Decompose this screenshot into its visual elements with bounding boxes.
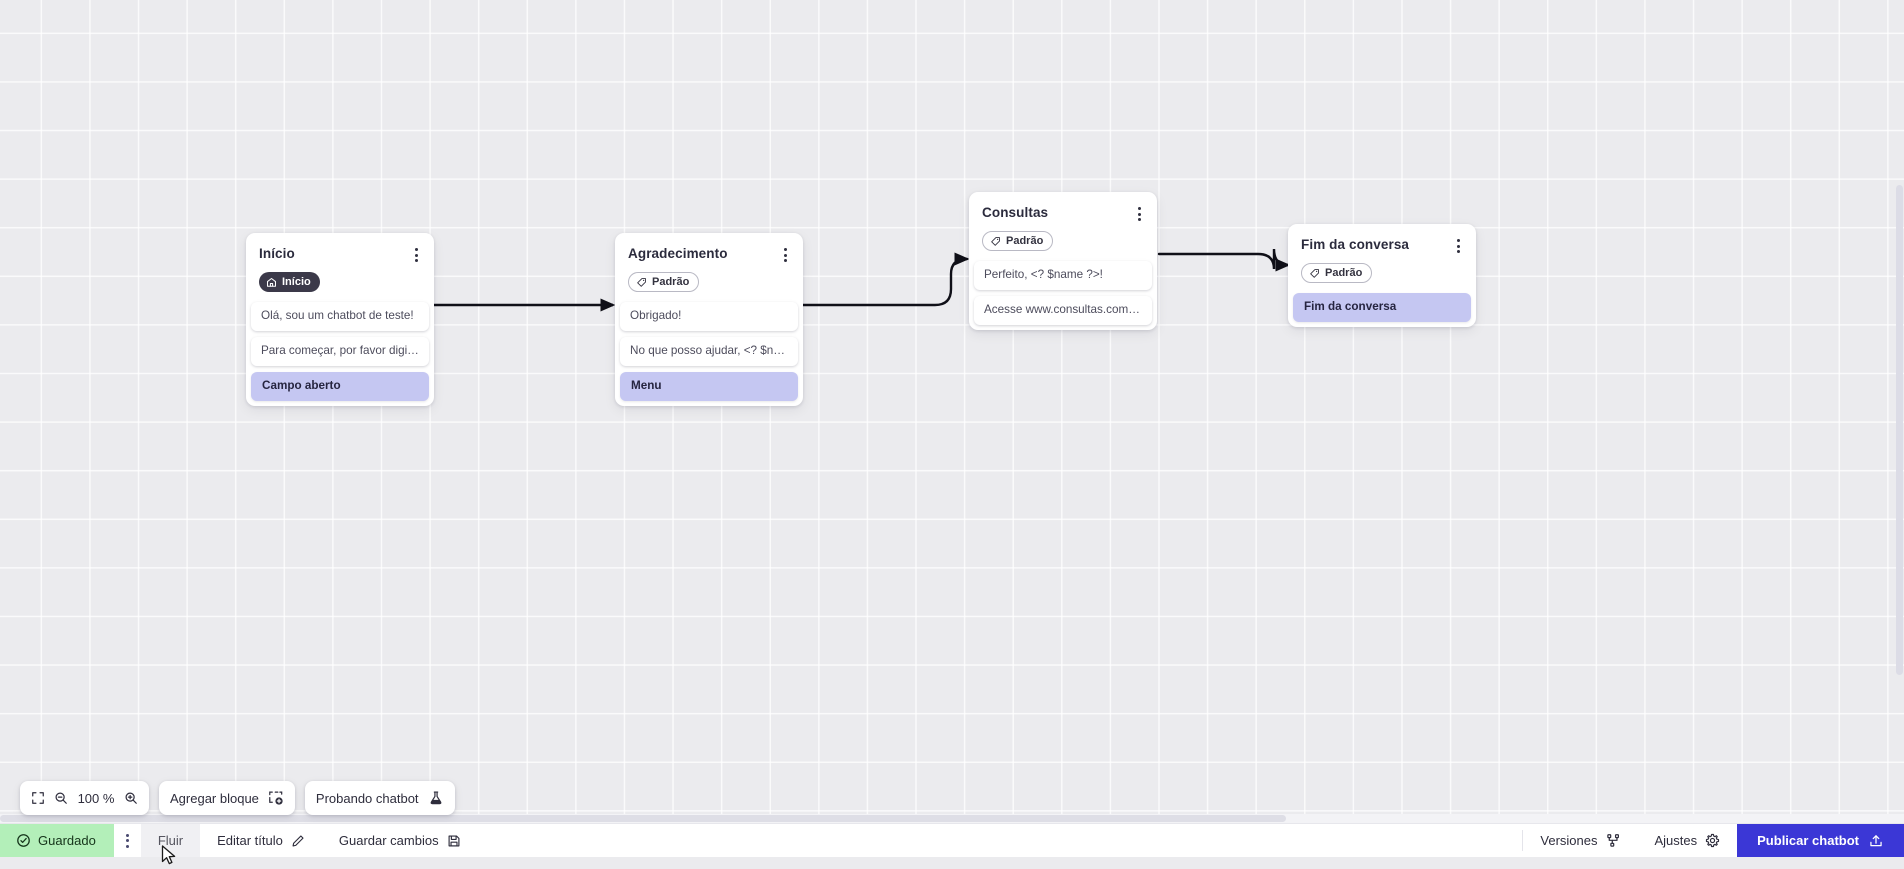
flow-connectors — [0, 0, 1904, 843]
tab-fluir[interactable]: Fluir — [141, 824, 200, 857]
node-rows: Fim da conversa — [1288, 293, 1476, 322]
node-row-accent[interactable]: Menu — [620, 372, 798, 401]
node-badge-label: Padrão — [1006, 235, 1043, 247]
node-title: Fim da conversa — [1301, 236, 1409, 253]
node-badge-label: Padrão — [1325, 267, 1362, 279]
gear-icon — [1705, 833, 1720, 848]
check-circle-icon — [16, 833, 31, 848]
saved-label: Guardado — [38, 833, 96, 848]
node-header: Fim da conversa — [1288, 224, 1476, 256]
fluir-label: Fluir — [158, 833, 183, 848]
canvas-toolbar: 100 % Agregar bloque — [20, 781, 455, 815]
node-header: Consultas — [969, 192, 1157, 224]
edit-title-button[interactable]: Editar título — [200, 824, 322, 857]
node-rows: Perfeito, <? $name ?>! Acesse www.consul… — [969, 261, 1157, 325]
vertical-scrollbar[interactable] — [1895, 0, 1904, 843]
node-rows: Olá, sou um chatbot de teste! Para começ… — [246, 302, 434, 401]
node-badge-row: Início — [246, 265, 434, 302]
edge-consultas-fim — [1159, 249, 1288, 269]
bottom-bar-menu-icon[interactable] — [114, 824, 141, 857]
horizontal-scrollbar-thumb[interactable] — [0, 815, 1286, 822]
node-header: Agradecimento — [615, 233, 803, 265]
upload-icon — [1868, 833, 1884, 849]
node-menu-icon[interactable] — [408, 245, 424, 265]
node-row[interactable]: No que posso ajudar, <? $name ... — [620, 337, 798, 366]
add-block-button[interactable]: Agregar bloque — [159, 781, 295, 815]
publish-chatbot-button[interactable]: Publicar chatbot — [1737, 824, 1904, 857]
node-row-accent[interactable]: Campo aberto — [251, 372, 429, 401]
bottom-bar: Guardado Fluir Editar título Guardar cam… — [0, 823, 1904, 857]
flask-icon — [428, 790, 444, 806]
tag-icon — [636, 277, 647, 288]
node-badge-padrao[interactable]: Padrão — [628, 272, 699, 292]
node-title: Início — [259, 245, 295, 262]
flow-node-inicio[interactable]: Início Início Olá, sou um chatbot de tes… — [246, 233, 434, 406]
node-header: Início — [246, 233, 434, 265]
node-rows: Obrigado! No que posso ajudar, <? $name … — [615, 302, 803, 401]
node-badge-inicio[interactable]: Início — [259, 272, 320, 292]
save-changes-button[interactable]: Guardar cambios — [322, 824, 478, 857]
add-block-label: Agregar bloque — [170, 791, 259, 806]
flow-node-fim-da-conversa[interactable]: Fim da conversa Padrão Fim da conversa — [1288, 224, 1476, 327]
branch-icon — [1606, 833, 1621, 848]
node-badge-row: Padrão — [615, 265, 803, 302]
save-changes-label: Guardar cambios — [339, 833, 439, 848]
versions-label: Versiones — [1540, 833, 1597, 848]
home-icon — [266, 277, 277, 288]
bottom-bar-spacer — [478, 824, 1523, 857]
node-row[interactable]: Olá, sou um chatbot de teste! — [251, 302, 429, 331]
node-badge-label: Início — [282, 276, 311, 288]
edit-title-label: Editar título — [217, 833, 283, 848]
node-badge-padrao[interactable]: Padrão — [982, 231, 1053, 251]
node-row[interactable]: Obrigado! — [620, 302, 798, 331]
settings-label: Ajustes — [1655, 833, 1698, 848]
horizontal-scrollbar[interactable] — [0, 814, 1904, 823]
tag-icon — [1309, 268, 1320, 279]
node-row[interactable]: Perfeito, <? $name ?>! — [974, 261, 1152, 290]
add-block-icon — [268, 790, 284, 806]
flow-node-consultas[interactable]: Consultas Padrão Perfeito, <? $name ?>! … — [969, 192, 1157, 330]
edge-agradecimento-consultas — [803, 259, 967, 305]
node-row[interactable]: Para começar, por favor digite o ... — [251, 337, 429, 366]
pencil-icon — [291, 834, 305, 848]
test-chatbot-label: Probando chatbot — [316, 791, 419, 806]
node-title: Consultas — [982, 204, 1048, 221]
vertical-scrollbar-thumb[interactable] — [1896, 185, 1903, 675]
node-row[interactable]: Acesse www.consultas.com par... — [974, 296, 1152, 325]
node-badge-row: Padrão — [969, 224, 1157, 261]
node-badge-row: Padrão — [1288, 256, 1476, 293]
zoom-out-icon[interactable] — [54, 791, 68, 805]
publish-label: Publicar chatbot — [1757, 833, 1859, 848]
node-menu-icon[interactable] — [777, 245, 793, 265]
zoom-level-value: 100 % — [77, 791, 115, 806]
fit-screen-icon[interactable] — [31, 791, 45, 805]
status-badge-saved: Guardado — [0, 824, 114, 857]
node-row-accent[interactable]: Fim da conversa — [1293, 293, 1471, 322]
settings-button[interactable]: Ajustes — [1638, 824, 1738, 857]
flow-node-agradecimento[interactable]: Agradecimento Padrão Obrigado! No que po… — [615, 233, 803, 406]
tag-icon — [990, 236, 1001, 247]
node-menu-icon[interactable] — [1131, 204, 1147, 224]
zoom-in-icon[interactable] — [124, 791, 138, 805]
node-menu-icon[interactable] — [1450, 236, 1466, 256]
zoom-controls[interactable]: 100 % — [20, 781, 149, 815]
floppy-disk-icon — [447, 834, 461, 848]
node-badge-label: Padrão — [652, 276, 689, 288]
node-title: Agradecimento — [628, 245, 728, 262]
flow-canvas[interactable]: Início Início Olá, sou um chatbot de tes… — [0, 0, 1904, 843]
test-chatbot-button[interactable]: Probando chatbot — [305, 781, 455, 815]
node-badge-padrao[interactable]: Padrão — [1301, 263, 1372, 283]
versions-button[interactable]: Versiones — [1523, 824, 1637, 857]
